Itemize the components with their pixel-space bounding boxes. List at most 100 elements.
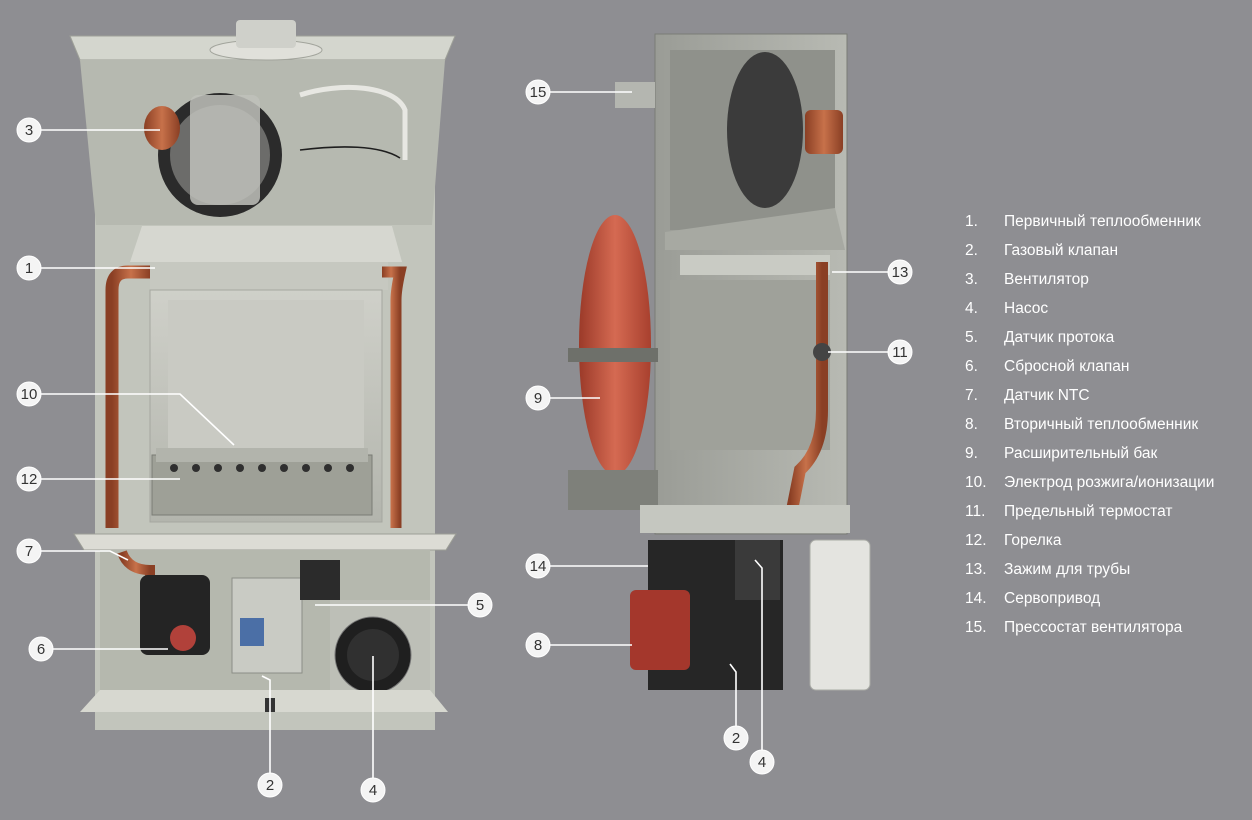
callout-5: 5 xyxy=(467,592,493,618)
svg-text:2: 2 xyxy=(732,730,740,747)
limit-thermostat xyxy=(813,343,831,361)
legend-number: 9. xyxy=(965,445,978,462)
callout-2-side: 2 xyxy=(723,725,749,751)
heat-exchanger-hood xyxy=(130,226,402,262)
legend-label: Электрод розжига/ионизации xyxy=(1004,474,1215,491)
callout-3: 3 xyxy=(16,117,42,143)
svg-text:12: 12 xyxy=(21,471,38,488)
tank-support xyxy=(568,470,658,510)
legend-item: 6. Сбросной клапан xyxy=(965,352,1214,381)
callout-12: 12 xyxy=(16,466,42,492)
callout-1: 1 xyxy=(16,255,42,281)
svg-text:3: 3 xyxy=(25,122,33,139)
legend-item: 4.Насос xyxy=(965,294,1214,323)
legend-number: 10. xyxy=(965,474,987,491)
svg-text:5: 5 xyxy=(476,597,484,614)
primary-heat-exchanger xyxy=(150,262,388,290)
legend-item: 9.Расширительный бак xyxy=(965,439,1214,468)
expansion-tank xyxy=(579,215,651,475)
tank-bracket xyxy=(568,348,658,362)
svg-text:13: 13 xyxy=(892,264,909,281)
svg-text:6: 6 xyxy=(37,641,45,658)
legend-number: 6. xyxy=(965,358,978,375)
callout-14: 14 xyxy=(525,553,551,579)
svg-text:9: 9 xyxy=(534,390,542,407)
burner-manifold xyxy=(156,448,368,462)
flue-pipe xyxy=(236,20,296,48)
legend-number: 14. xyxy=(965,590,987,607)
callout-7: 7 xyxy=(16,538,42,564)
svg-text:10: 10 xyxy=(21,386,38,403)
front-shelf xyxy=(73,533,457,551)
legend-label: Вентилятор xyxy=(1004,271,1089,288)
legend-number: 2. xyxy=(965,242,978,259)
legend-label: Газовый клапан xyxy=(1004,242,1119,259)
legend-label: Датчик NTC xyxy=(1004,387,1090,404)
legend-label: Сбросной клапан xyxy=(1004,358,1130,375)
legend-item: 13.Зажим для трубы xyxy=(965,555,1214,584)
leader-lines xyxy=(40,91,900,790)
legend-label: Предельный термостат xyxy=(1004,503,1173,520)
legend-label: Вторичный теплообменник xyxy=(1004,416,1199,433)
callout-4-side: 4 xyxy=(749,749,775,775)
legend-item: 8.Вторичный теплообменник xyxy=(965,410,1214,439)
svg-text:15: 15 xyxy=(530,84,547,101)
parts-legend: 1. Первичный теплообменник 2. Газовый клап… xyxy=(965,207,1214,642)
secondary-heat-exchanger xyxy=(630,590,690,670)
front-bottom-tray xyxy=(80,690,448,712)
burner-jets xyxy=(170,464,354,472)
callout-15: 15 xyxy=(525,79,551,105)
callout-13: 13 xyxy=(887,259,913,285)
fan-pressure-switch xyxy=(615,82,655,108)
svg-text:2: 2 xyxy=(266,777,274,794)
callout-6: 6 xyxy=(28,636,54,662)
legend-number: 3. xyxy=(965,271,978,288)
air-hose xyxy=(299,146,401,159)
callout-9: 9 xyxy=(525,385,551,411)
fan-bracket xyxy=(190,95,260,205)
legend-item: 12. Горелка xyxy=(965,526,1214,555)
burner xyxy=(151,454,373,516)
side-pipe xyxy=(784,262,828,522)
legend-label: Первичный теплообменник xyxy=(1004,213,1201,230)
legend-item: 5.Датчик протока xyxy=(965,323,1214,352)
callout-11: 11 xyxy=(887,339,913,365)
svg-text:4: 4 xyxy=(369,782,377,799)
legend-number: 1. xyxy=(965,213,978,230)
copper-pipe-left xyxy=(105,265,150,528)
legend-label: Зажим для трубы xyxy=(1004,561,1131,578)
flow-sensor xyxy=(300,560,340,600)
legend-number: 12. xyxy=(965,532,987,549)
legend-item: 3. Вентилятор xyxy=(965,265,1214,294)
side-heat-exchanger xyxy=(680,255,830,275)
legend-number: 7. xyxy=(965,387,978,404)
legend-number: 15. xyxy=(965,619,987,636)
callout-8: 8 xyxy=(525,632,551,658)
legend-item: 7. Датчик NTC xyxy=(965,381,1214,410)
legend-item: 15.Прессостат вентилятора xyxy=(965,613,1214,642)
copper-pipe-right xyxy=(382,266,407,528)
legend-number: 11. xyxy=(965,503,986,520)
svg-text:11: 11 xyxy=(892,344,908,361)
legend-number: 4. xyxy=(965,300,978,317)
svg-text:1: 1 xyxy=(25,260,33,277)
side-shelf xyxy=(640,505,850,533)
side-hood xyxy=(665,208,845,250)
legend-label: Горелка xyxy=(1004,532,1062,549)
callout-2-front: 2 xyxy=(257,772,283,798)
legend-item: 14.Сервопривод xyxy=(965,584,1214,613)
front-boiler-illustration xyxy=(69,20,457,730)
relief-valve xyxy=(170,625,196,651)
side-fan xyxy=(727,52,803,208)
pressure-tube xyxy=(299,85,408,160)
legend-item: 11. Предельный термостат xyxy=(965,497,1214,526)
combustion-chamber-back xyxy=(168,300,364,450)
control-board xyxy=(809,539,871,691)
legend-label: Датчик протока xyxy=(1004,329,1115,346)
legend-item: 2. Газовый клапан xyxy=(965,236,1214,265)
pump-face xyxy=(347,629,399,681)
side-fan-coil xyxy=(805,110,843,154)
callout-4-front: 4 xyxy=(360,777,386,803)
side-chamber xyxy=(670,280,830,450)
